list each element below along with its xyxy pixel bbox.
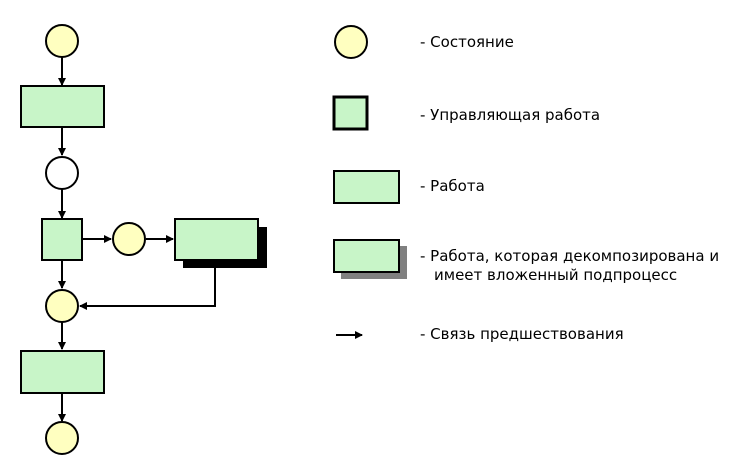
- legend-decomposed-text-line1: - Работа, которая декомпозирована и: [420, 247, 720, 265]
- legend-decomposed-text-line2: имеет вложенный подпроцесс: [434, 266, 678, 284]
- legend-control-work-symbol: [332, 95, 369, 131]
- legend-work-label: - Работа: [420, 177, 485, 196]
- decomposed-work: [174, 218, 259, 261]
- work-2: [20, 350, 105, 394]
- state-4: [45, 289, 79, 323]
- legend-decomposed-label: - Работа, которая декомпозирована и имее…: [420, 247, 719, 285]
- legend-decomposed-symbol: [333, 239, 400, 273]
- work-1: [20, 85, 105, 128]
- control-work: [41, 218, 83, 261]
- legend-state-label: - Состояние: [420, 33, 514, 52]
- state-2: [45, 156, 79, 190]
- legend-control-work-text: - Управляющая работа: [420, 106, 601, 124]
- legend-control-work-label: - Управляющая работа: [420, 106, 600, 125]
- legend-state-text: - Состояние: [420, 33, 514, 51]
- legend-work-text: - Работа: [420, 177, 485, 195]
- legend-work-symbol: [333, 170, 400, 204]
- state-3: [112, 222, 146, 256]
- link-decomposed-to-state4: [79, 260, 216, 310]
- legend-link-text: - Связь предшествования: [420, 325, 624, 343]
- legend-state-symbol: [334, 25, 368, 59]
- legend-link-label: - Связь предшествования: [420, 325, 624, 344]
- state-end: [45, 421, 79, 455]
- state-start: [45, 24, 79, 58]
